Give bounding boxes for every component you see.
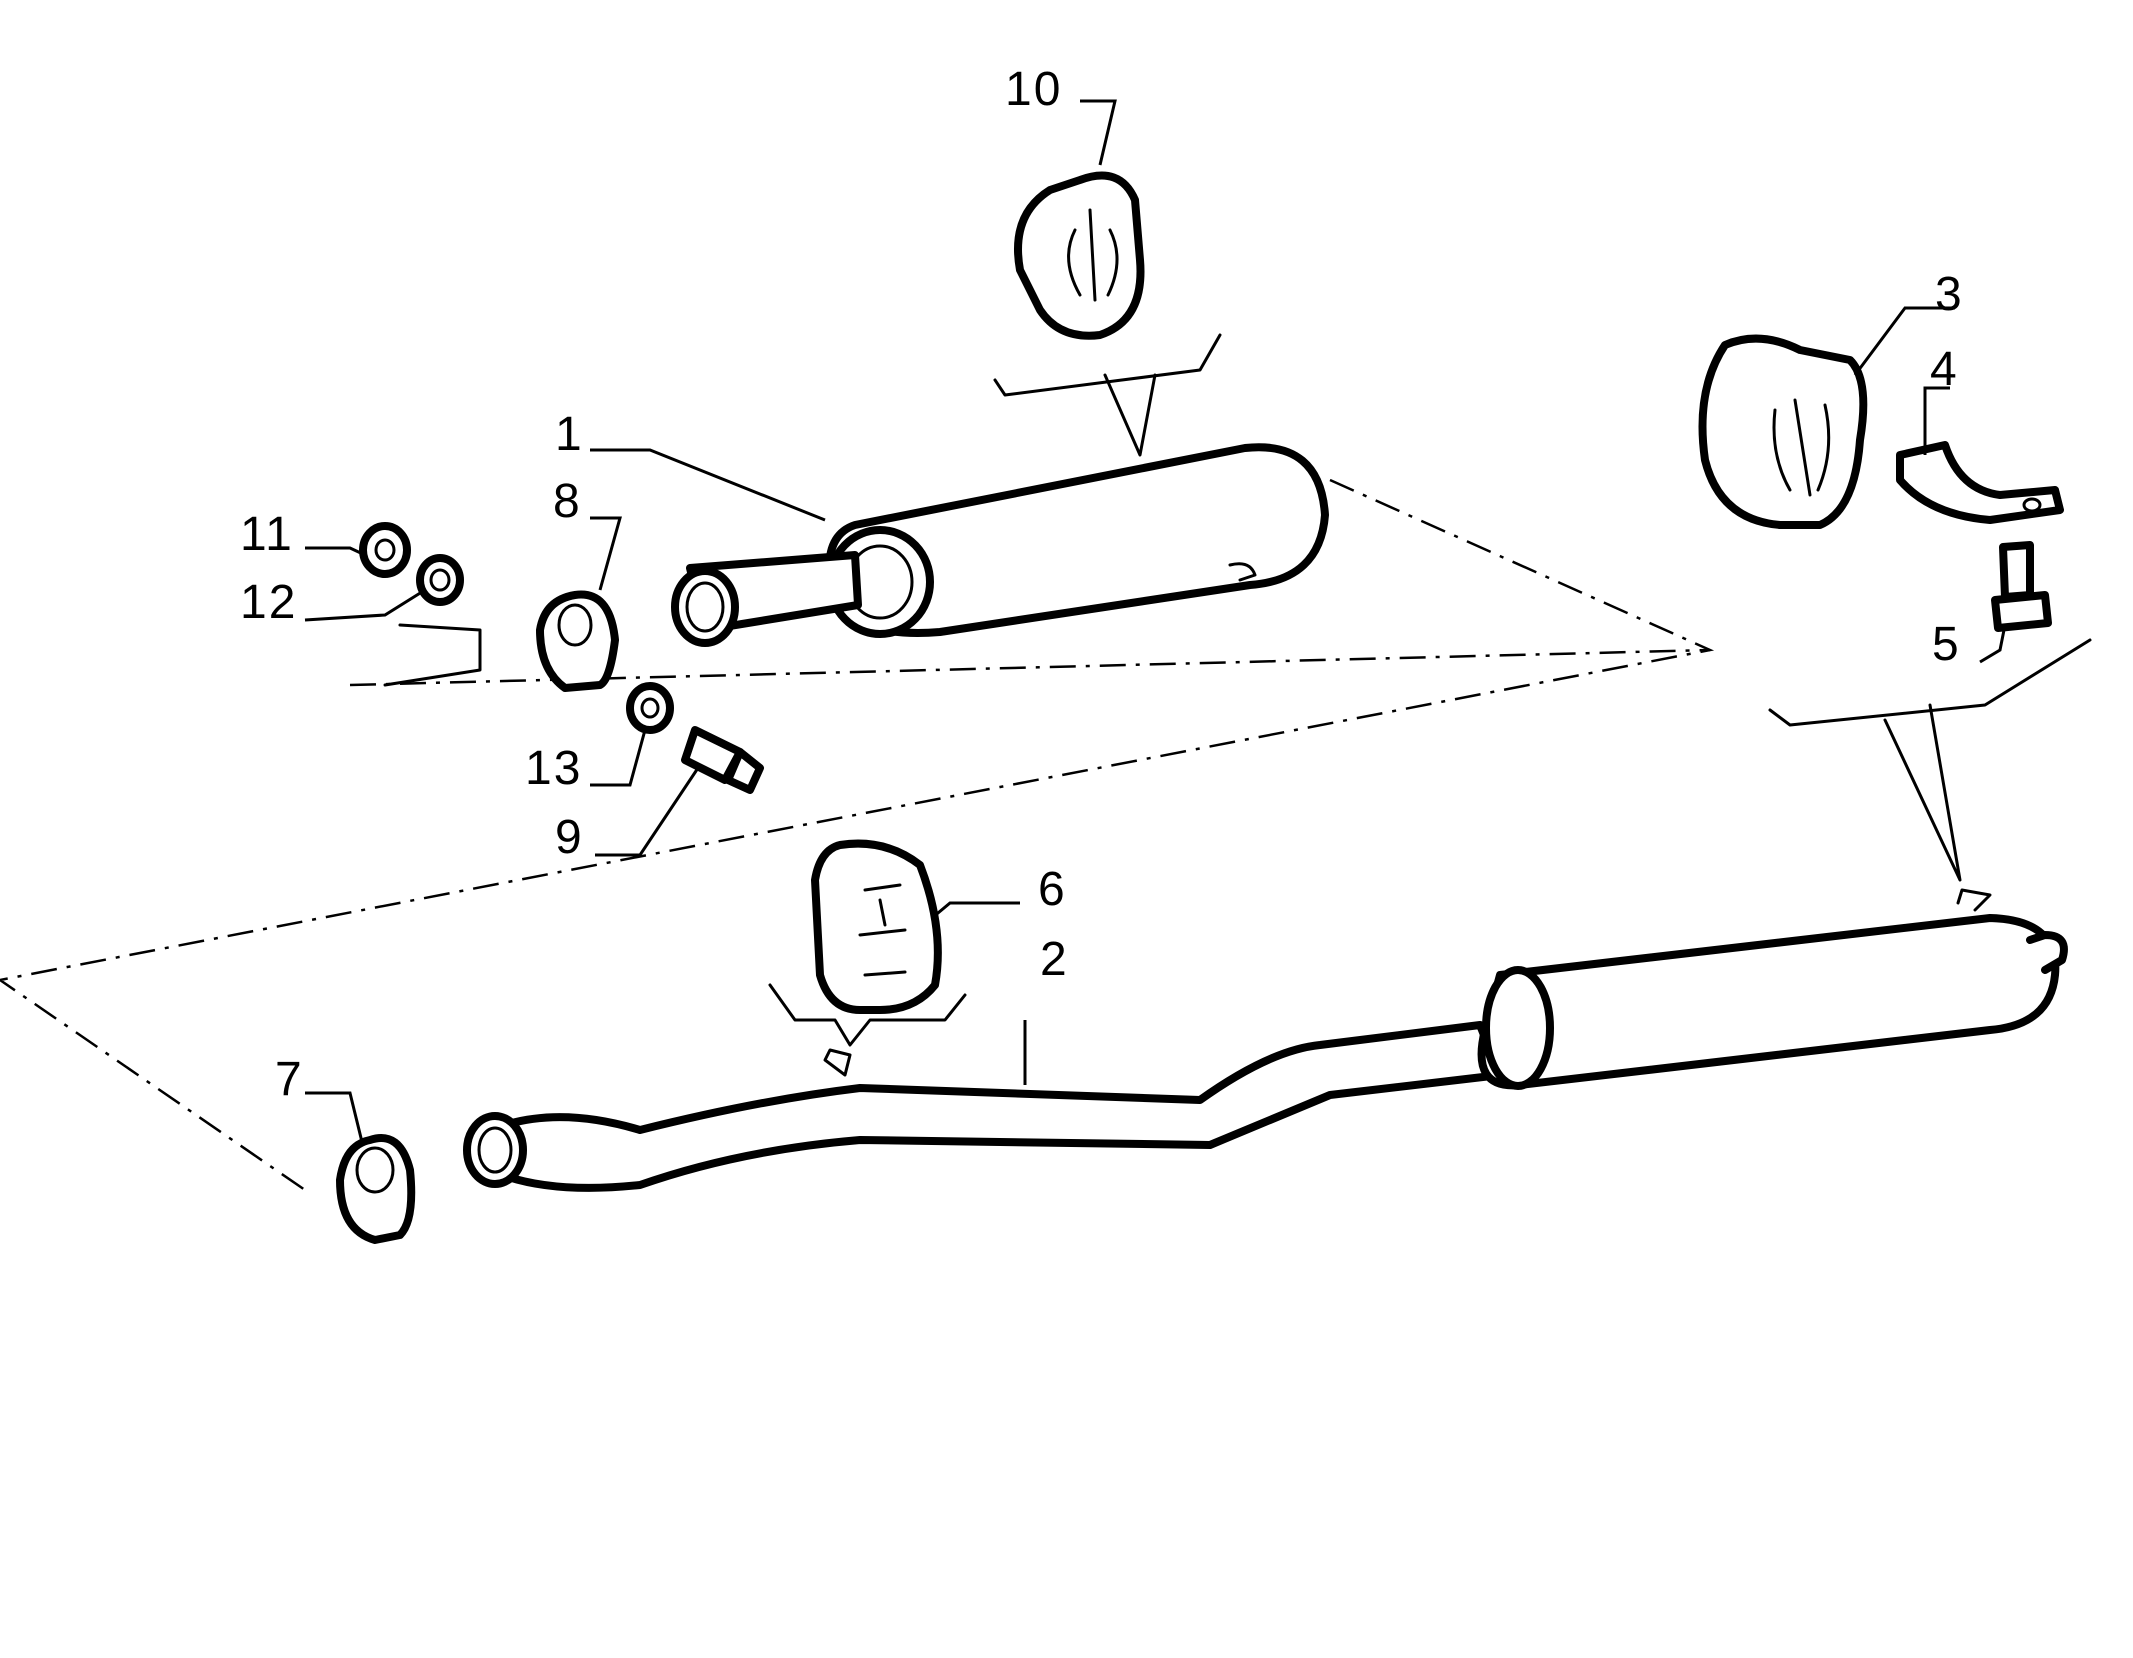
- rubber-hanger-6: [811, 839, 942, 1014]
- callout-1: 1: [555, 408, 584, 461]
- mounting-rubber-3: [1698, 334, 1868, 529]
- bracket-4: [1896, 441, 2064, 524]
- hanger-rubber-10: [1014, 171, 1145, 340]
- washer-13: [626, 682, 674, 734]
- callout-5: 5: [1932, 618, 1961, 671]
- assembly-lines: [0, 478, 1715, 1192]
- callout-8: 8: [553, 475, 582, 528]
- bracket-parts-3-4-5: [1768, 638, 2092, 882]
- bracket-part-6: [768, 983, 967, 1047]
- nut-11: [359, 522, 411, 578]
- bolt-9: [681, 726, 764, 794]
- callout-6: 6: [1038, 863, 1067, 916]
- callout-7: 7: [275, 1053, 304, 1106]
- callout-11: 11: [240, 508, 294, 561]
- callout-4: 4: [1930, 343, 1959, 396]
- clamp-8: [536, 590, 619, 692]
- bracket-part-10: [993, 333, 1222, 457]
- rear-exhaust-pipe-and-silencer: [463, 888, 2068, 1192]
- washer-12: [383, 554, 482, 687]
- callout-leaders: [304, 99, 2007, 1143]
- callout-10: 10: [1005, 63, 1062, 116]
- callout-13: 13: [525, 742, 582, 795]
- callout-2: 2: [1040, 933, 1069, 986]
- front-muffler: [671, 443, 1329, 647]
- callout-9: 9: [555, 811, 584, 864]
- callout-3: 3: [1935, 268, 1964, 321]
- callout-12: 12: [240, 576, 297, 629]
- bolt-5: [1991, 541, 2052, 632]
- callout-labels: 1 2 3 4 5 6 7 8 9 10 11 12 13: [240, 63, 1964, 1106]
- clamp-7: [336, 1134, 416, 1244]
